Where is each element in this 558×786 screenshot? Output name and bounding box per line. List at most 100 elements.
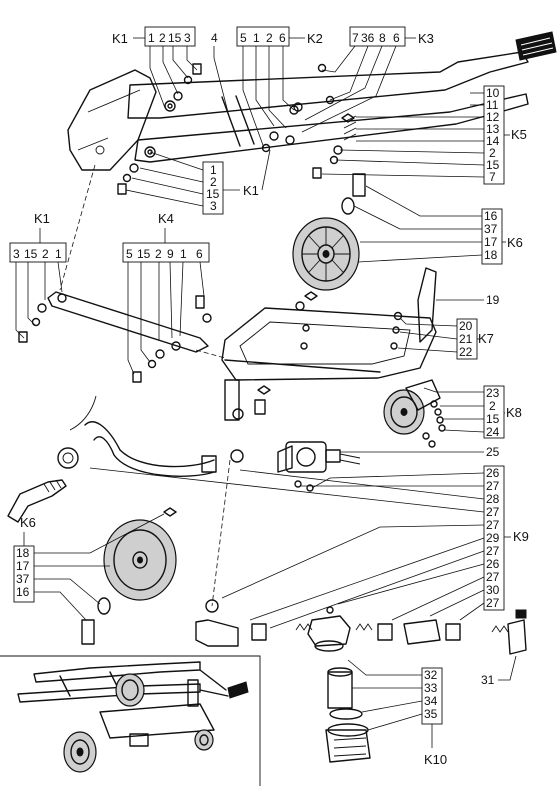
callout-k1m-15: 15 (206, 187, 220, 201)
callout-k7-21: 21 (459, 332, 473, 346)
callout-k2-5: 5 (240, 31, 247, 45)
callout-k9-28: 28 (486, 492, 500, 506)
callout-k2-2: 2 (266, 31, 273, 45)
callout-k9-27e: 27 (486, 570, 500, 584)
assembled-view-inset (0, 655, 261, 786)
callout-k6r-16: 16 (484, 209, 498, 223)
callout-list-k9: 26 27 28 27 27 29 27 26 27 30 27 (89, 465, 511, 629)
callout-k6r-17: 17 (484, 235, 498, 249)
callout-k4-2: 2 (155, 247, 162, 261)
group-label-k9: K9 (513, 529, 529, 544)
callout-list-k1-mid: 1 2 15 3 (125, 149, 271, 215)
callout-k10-33: 33 (424, 681, 438, 695)
wheel-left (81, 507, 177, 645)
callout-k1m-2: 2 (210, 175, 217, 189)
label-25: 25 (486, 445, 500, 459)
callout-k9-27d: 27 (486, 544, 500, 558)
callout-k5-15: 15 (486, 158, 500, 172)
caster-wheel (383, 379, 446, 448)
group-label-k1-top: K1 (112, 31, 128, 46)
callout-list-k6-left: 18 17 37 16 (13, 513, 165, 621)
callout-box-k3: 7 36 8 6 (349, 26, 416, 47)
callout-box-k4: 5 15 2 9 1 6 (122, 228, 210, 375)
label-frame-4: 4 (211, 31, 218, 45)
callout-k3-6: 6 (393, 31, 400, 45)
callout-k8-24: 24 (486, 425, 500, 439)
callout-k5-12: 12 (486, 110, 500, 124)
group-label-k6-left: K6 (20, 515, 36, 530)
callout-k1l-1: 1 (55, 247, 62, 261)
callout-k4-9: 9 (167, 247, 174, 261)
callout-k1m-3: 3 (210, 199, 217, 213)
callout-k9-27a: 27 (486, 479, 500, 493)
callout-k5-13: 13 (486, 122, 500, 136)
callout-k8-23: 23 (486, 386, 500, 400)
callout-k2-6: 6 (279, 31, 286, 45)
callout-k5-10: 10 (486, 86, 500, 100)
callout-k3-7: 7 (352, 31, 359, 45)
callout-k1-1: 1 (148, 31, 155, 45)
callout-k4-6: 6 (196, 247, 203, 261)
callout-k10-35: 35 (424, 707, 438, 721)
callout-k9-27f: 27 (486, 596, 500, 610)
callout-k1-3: 3 (184, 31, 191, 45)
group-label-k2: K2 (307, 31, 323, 46)
group-label-k1-mid: K1 (243, 183, 259, 198)
callout-k9-27c: 27 (486, 518, 500, 532)
group-label-k10: K10 (424, 752, 447, 767)
group-label-k1-left: K1 (34, 211, 50, 226)
group-label-k5: K5 (511, 127, 527, 142)
lower-chassis (221, 267, 437, 421)
callout-list-k10: 32 33 34 35 (347, 659, 443, 748)
callout-k4-5: 5 (126, 247, 133, 261)
callout-k5-11: 11 (486, 98, 499, 112)
group-label-k3: K3 (418, 31, 434, 46)
label-19: 19 (486, 293, 500, 307)
wheel-right (292, 173, 366, 301)
callout-k8-2: 2 (489, 399, 496, 413)
callout-list-k5: 10 11 12 13 14 2 15 7 (321, 85, 510, 185)
callout-list-k7: 20 21 22 (397, 317, 480, 360)
callout-k4-15: 15 (137, 247, 151, 261)
callout-k9-26: 26 (486, 466, 500, 480)
group-label-k8: K8 (506, 405, 522, 420)
callout-box-k1-left: 3 15 2 1 (9, 228, 67, 339)
callout-k5-14: 14 (486, 134, 500, 148)
callout-k1l-15: 15 (24, 247, 38, 261)
callout-k1m-1: 1 (210, 163, 217, 177)
callout-k3-36: 36 (361, 31, 375, 45)
callout-k6l-37: 37 (16, 572, 30, 586)
callout-k4-1: 1 (180, 247, 187, 261)
callout-k9-30: 30 (486, 583, 500, 597)
lower-bar (18, 291, 226, 383)
group-label-k4: K4 (158, 211, 174, 226)
callout-k1-15: 15 (168, 31, 182, 45)
callout-k8-15: 15 (486, 412, 500, 426)
callout-k7-22: 22 (459, 345, 473, 359)
callout-k9-26b: 26 (486, 557, 500, 571)
group-label-k6-right: K6 (507, 235, 523, 250)
hose-upper (7, 395, 231, 607)
callout-k1l-3: 3 (13, 247, 20, 261)
callout-k5-7: 7 (489, 170, 496, 184)
group-label-k7: K7 (478, 331, 494, 346)
callout-k1l-2: 2 (42, 247, 49, 261)
label-31: 31 (481, 673, 495, 687)
callout-k6l-16: 16 (16, 585, 30, 599)
callout-k6r-37: 37 (484, 222, 498, 236)
motor-cover (59, 69, 157, 291)
callout-k2-1: 1 (253, 31, 260, 45)
callout-k3-8: 8 (379, 31, 386, 45)
upper-hardware (117, 63, 357, 195)
callout-k10-32: 32 (424, 668, 438, 682)
callout-k10-34: 34 (424, 694, 438, 708)
callout-k6r-18: 18 (484, 248, 498, 262)
hose-lower (195, 599, 527, 655)
callout-k1-2: 2 (159, 31, 166, 45)
callout-k6l-18: 18 (16, 546, 30, 560)
callout-box-k1-top: 1 2 15 3 (133, 26, 196, 47)
pump-assembly (230, 441, 361, 492)
callout-k5-2: 2 (489, 146, 496, 160)
filter-assembly (325, 667, 371, 763)
